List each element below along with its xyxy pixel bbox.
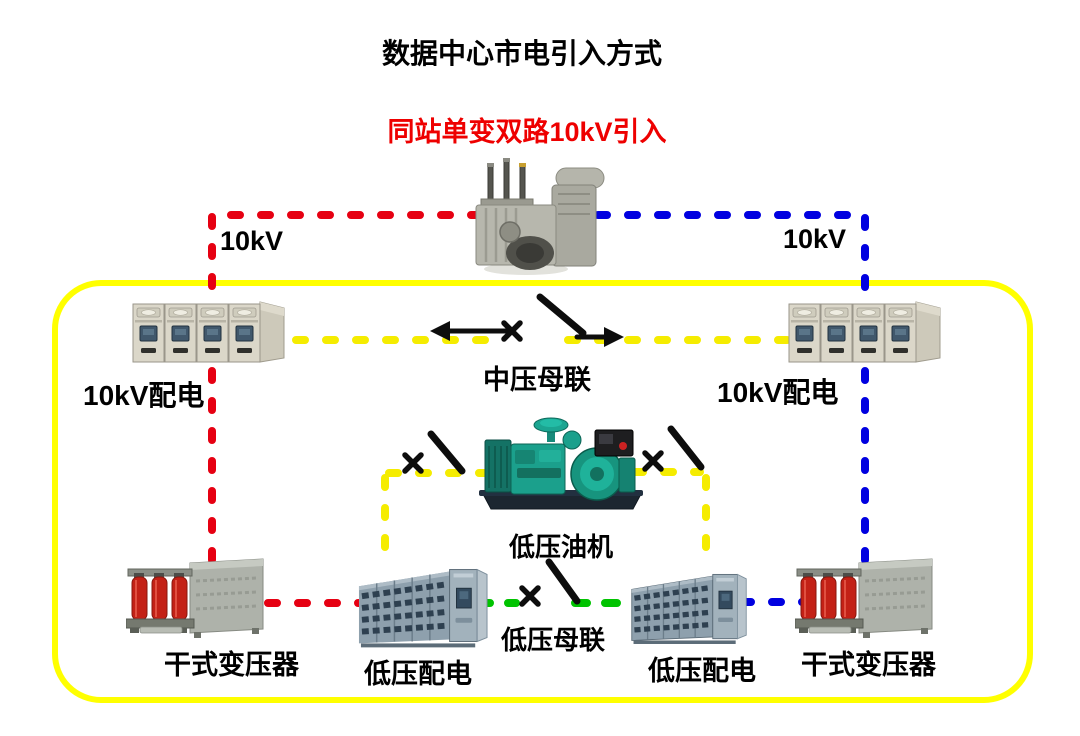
generator-right-x-icon [642, 450, 664, 472]
lv-distribution-right-label: 低压配电 [648, 656, 756, 686]
mv-bus-tie-label: 中压母联 [483, 365, 591, 395]
feed-left-voltage-label: 10kV [220, 226, 284, 256]
mv-switchgear-left-label: 10kV配电 [83, 380, 205, 411]
dry-transformer-left-label: 干式变压器 [164, 650, 299, 680]
lv-distribution-right-image [631, 573, 747, 644]
dry-transformer-left-image [126, 558, 264, 638]
mv-switchgear-left-image [132, 301, 285, 363]
mv-tie-x-icon [501, 320, 523, 342]
dry-transformer-right-image [795, 558, 933, 638]
utility-transformer-image [475, 158, 605, 275]
arrowheads [430, 321, 624, 347]
mv-switchgear-right-label: 10kV配电 [717, 377, 839, 408]
mv-switchgear-right-image [788, 301, 941, 363]
diagram-subtitle: 同站单变双路10kV引入 [387, 117, 667, 147]
lv-distribution-left-label: 低压配电 [364, 659, 472, 689]
lv-distribution-left-image [358, 568, 488, 648]
facility-boundary-box [52, 280, 1033, 703]
lv-generator-label: 低压油机 [509, 532, 614, 562]
mv-tie-blade-icon [536, 293, 587, 337]
mv-tie-right-arrowhead-icon [604, 327, 624, 347]
lv-bus-tie-label: 低压母联 [501, 625, 606, 655]
lv-tie-blade-icon [545, 558, 581, 605]
transformer-coils [131, 573, 188, 621]
mv-tie-left-arrowhead-icon [430, 321, 450, 341]
generator-right-blade-icon [667, 425, 705, 471]
generator-left-blade-icon [427, 430, 466, 475]
mv-bus-and-generator-lines [292, 336, 794, 564]
feed-right-voltage-label: 10kV [783, 224, 847, 254]
diesel-generator-image [479, 417, 643, 510]
feed-left-line [208, 211, 484, 607]
dry-transformer-right-label: 干式变压器 [801, 650, 936, 680]
transformer-coils [800, 573, 857, 621]
generator-left-x-icon [402, 452, 424, 474]
lv-tie-x-icon [519, 585, 541, 607]
page-title: 数据中心市电引入方式 [381, 38, 662, 69]
switch-symbols [402, 293, 705, 607]
switchgear-cabinets [132, 303, 261, 363]
switchgear-cabinets [788, 303, 917, 363]
